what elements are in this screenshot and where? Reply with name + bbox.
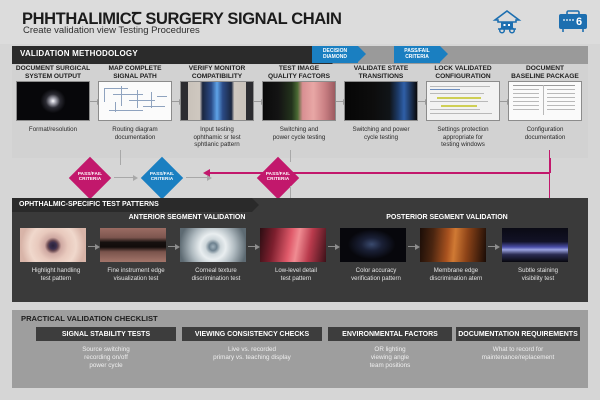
step-3-header: VERIFY MONITOR COMPATIBILITY	[188, 65, 246, 80]
page-header: PHHTHALIMICꞆ SURGERY SIGNAL CHAIN Create…	[0, 0, 600, 44]
step-2-thumbnail[interactable]	[98, 81, 172, 121]
workflow-step-6[interactable]: LOCK VALIDATED CONFIGURATION Settings pr…	[424, 64, 502, 149]
pattern-5-caption: Color accuracy verification pattern	[351, 267, 401, 282]
step-6-header: LOCK VALIDATED CONFIGURATION	[434, 65, 492, 80]
pattern-6-thumbnail[interactable]	[420, 228, 486, 262]
checklist-chip-2[interactable]: VIEWING CONSISTENCY CHECKS	[182, 327, 322, 341]
pattern-5-thumbnail[interactable]	[340, 228, 406, 262]
pattern-arrow-1	[88, 243, 100, 250]
checklist-caption-4: What to record for maintenance/replaceme…	[481, 346, 555, 362]
checklist-caption-1: Source switching recording on/off power …	[82, 346, 130, 370]
segment-anterior-label: ANTERIOR SEGMENT VALIDATION	[128, 214, 246, 221]
pattern-item-1[interactable]: Highlight handling test pattern	[20, 228, 92, 282]
tag-decision-diamond: DECISION DIAMOND	[312, 46, 366, 63]
checklist-caption-2: Live vs. recorded primary vs. teaching d…	[213, 346, 291, 362]
criteria-diamond-1[interactable]: PASS/FAIL CRITERIA	[68, 156, 112, 200]
checklist-chip-1[interactable]: SIGNAL STABILITY TESTS	[36, 327, 176, 341]
step-6-thumbnail[interactable]	[426, 81, 500, 121]
equipment-case-icon: 6	[556, 8, 587, 36]
pattern-item-3[interactable]: Corneal texture discrimination test	[180, 228, 252, 282]
checklist-chip-3[interactable]: ENVIRONMENTAL FACTORS	[328, 327, 452, 341]
step-4-header: TEST IMAGE QUALITY FACTORS	[267, 65, 331, 80]
step-1-thumbnail[interactable]	[16, 81, 90, 121]
tag-pass-fail-criteria: PASS/FAIL CRITERIA	[394, 46, 448, 63]
checklist-caption-3: OR lighting viewing angle team positions	[369, 346, 411, 370]
band-validation-methodology: VALIDATION METHODOLOGY DECISION DIAMOND …	[12, 46, 588, 64]
header-icon-group: 6	[492, 8, 587, 36]
step-4-caption: Switching and power cycle testing	[272, 126, 326, 141]
pattern-6-caption: Membrane edge discrimination atern	[429, 267, 483, 282]
pattern-7-caption: Subtle staining visibility test	[518, 267, 558, 282]
criteria-diamond-3-label: PASS/FAIL CRITERIA	[265, 171, 291, 182]
pattern-3-caption: Corneal texture discrimination test	[191, 267, 241, 282]
step-5-caption: Switching and power cycle testing	[352, 126, 410, 141]
step-3-thumbnail[interactable]	[180, 81, 254, 121]
page-subtitle: Create validation view Testing Procedure…	[23, 25, 200, 36]
step-3-caption: Input testing ophthamic sr test sphtlani…	[193, 126, 241, 149]
pattern-arrow-6	[488, 243, 500, 250]
pattern-arrow-2	[168, 243, 180, 250]
pattern-arrow-3	[248, 243, 260, 250]
tag-decision-line2: DIAMOND	[323, 53, 347, 60]
step-1-caption: Format/resolution	[28, 126, 78, 133]
step-7-caption: Configuration documentation	[524, 126, 566, 141]
pattern-4-caption: Low-level detail test pattern	[274, 267, 317, 282]
step-7-header: DOCUMENT BASELINE PACKAGE	[511, 65, 579, 80]
step-5-thumbnail[interactable]	[344, 81, 418, 121]
step-4-thumbnail[interactable]	[262, 81, 336, 121]
pattern-item-5[interactable]: Color accuracy verification pattern	[340, 228, 412, 282]
band-patterns-label: OPHTHALMIC-SPECIFIC TEST PATTERNS	[19, 201, 159, 208]
band-patterns-header: OPHTHALMIC-SPECIFIC TEST PATTERNS	[12, 198, 259, 212]
pattern-arrow-5	[408, 243, 420, 250]
segment-posterior-label: POSTERIOR SEGMENT VALIDATION	[386, 214, 508, 221]
pattern-item-7[interactable]: Subtle staining visibility test	[502, 228, 574, 282]
clinic-house-icon	[492, 8, 522, 36]
workflow-row: DOCUMENT SURGICAL SYSTEM OUTPUT Format/r…	[12, 64, 588, 158]
pattern-1-caption: Highlight handling test pattern	[31, 267, 81, 282]
step-2-caption: Routing diagram documentation	[112, 126, 158, 141]
tag-passfail-line1: PASS/FAIL	[404, 48, 430, 55]
pattern-7-thumbnail[interactable]	[502, 228, 568, 262]
pattern-4-thumbnail[interactable]	[260, 228, 326, 262]
checklist-chip-4[interactable]: DOCUMENTATION REQUIREMENTS	[456, 327, 580, 341]
pattern-arrow-4	[328, 243, 340, 250]
workflow-step-2[interactable]: MAP COMPLETE SIGNAL PATH Routing diagram…	[96, 64, 174, 141]
checklist-title: PRACTICAL VALIDATION CHECKLIST	[21, 314, 158, 323]
tag-passfail-line2: CRITERIA	[405, 53, 429, 60]
page-title: PHHTHALIMICꞆ SURGERY SIGNAL CHAIN	[22, 10, 342, 28]
pattern-2-caption: Fine instrument edge visualization test	[107, 267, 165, 282]
criteria-diamond-2-label: PASS/FAIL CRITERIA	[149, 171, 175, 182]
workflow-step-4[interactable]: TEST IMAGE QUALITY FACTORS Switching and…	[260, 64, 338, 141]
criteria-diamond-1-label: PASS/FAIL CRITERIA	[77, 171, 103, 182]
criteria-diamond-2[interactable]: PASS/FAIL CRITERIA	[140, 156, 184, 200]
workflow-step-1[interactable]: DOCUMENT SURGICAL SYSTEM OUTPUT Format/r…	[14, 64, 92, 134]
step-6-caption: Settings protection appropriate for test…	[437, 126, 489, 149]
workflow-step-3[interactable]: VERIFY MONITOR COMPATIBILITY Input testi…	[178, 64, 256, 149]
band-methodology-label: VALIDATION METHODOLOGY	[20, 49, 138, 58]
criteria-diamond-3[interactable]: PASS/FAIL CRITERIA	[256, 156, 300, 200]
equipment-case-badge: 6	[576, 16, 582, 28]
step-5-header: VALIDATE STATE TRANSITIONS	[353, 65, 409, 80]
tag-decision-line1: DECISION	[322, 48, 348, 55]
workflow-step-5[interactable]: VALIDATE STATE TRANSITIONS Switching and…	[342, 64, 420, 141]
step-1-header: DOCUMENT SURGICAL SYSTEM OUTPUT	[15, 65, 91, 80]
step-2-header: MAP COMPLETE SIGNAL PATH	[108, 65, 162, 80]
pattern-1-thumbnail[interactable]	[20, 228, 86, 262]
pattern-3-thumbnail[interactable]	[180, 228, 246, 262]
pattern-item-4[interactable]: Low-level detail test pattern	[260, 228, 332, 282]
workflow-step-7[interactable]: DOCUMENT BASELINE PACKAGE Configuration	[506, 64, 584, 141]
checklist-row: PRACTICAL VALIDATION CHECKLIST SIGNAL ST…	[12, 310, 588, 388]
pattern-item-2[interactable]: Fine instrument edge visualization test	[100, 228, 172, 282]
pattern-item-6[interactable]: Membrane edge discrimination atern	[420, 228, 492, 282]
pattern-2-thumbnail[interactable]	[100, 228, 166, 262]
ophthalmic-patterns-row: OPHTHALMIC-SPECIFIC TEST PATTERNS ANTERI…	[12, 198, 588, 302]
step-7-thumbnail[interactable]	[508, 81, 582, 121]
